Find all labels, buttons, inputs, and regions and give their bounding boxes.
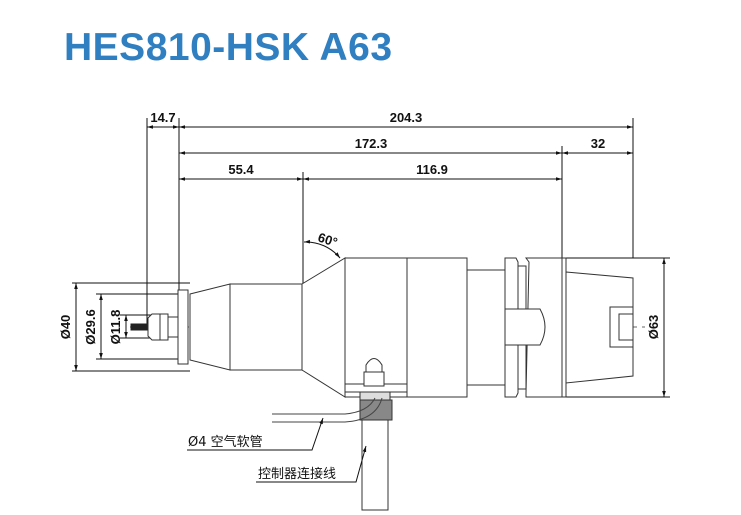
dim-d11-8: Ø11.8 [108,310,123,345]
dim-14-7: 14.7 [150,110,175,125]
air-hose-edge [272,397,383,423]
dim-32: 32 [591,136,605,151]
dim-d63: Ø63 [646,315,661,340]
dimension-lines [147,125,633,181]
dim-d40: Ø40 [58,315,73,340]
angle-60: 60° [316,230,339,250]
dim-172-3: 172.3 [355,136,388,151]
angle-annotation [303,239,341,259]
dim-55-4: 55.4 [228,162,254,177]
dim-116-9: 116.9 [416,162,448,177]
extension-lines [146,118,634,325]
connector-fitting [344,358,408,511]
page-title: HES810-HSK A63 [64,26,393,69]
dim-204-3: 204.3 [390,110,423,125]
dim-d29-6: Ø29.6 [83,309,98,344]
spindle-body [130,257,634,398]
air-hose-label: Ø4 空气软管 [188,434,263,450]
air-hose [272,397,376,415]
callout-leaders [187,417,367,483]
controller-cable-label: 控制器连接线 [258,466,336,482]
